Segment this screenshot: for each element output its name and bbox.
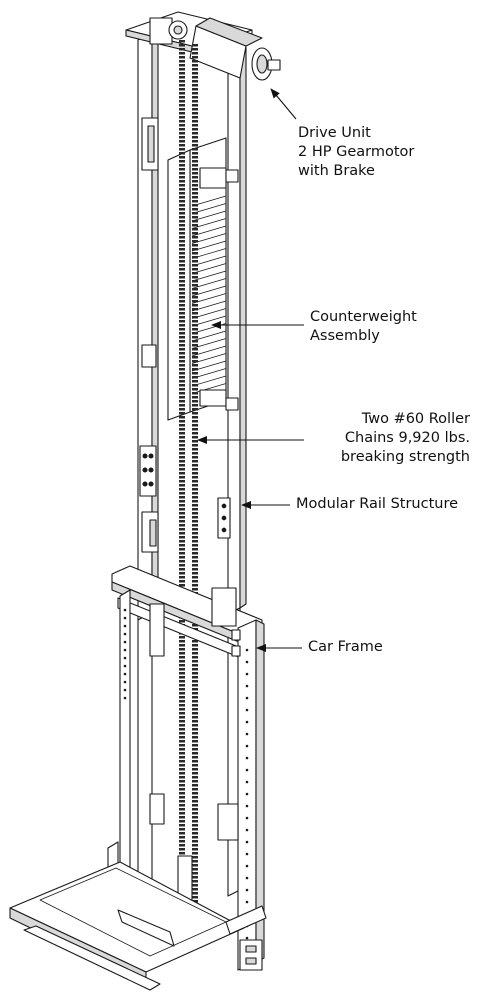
label-rail-structure: Modular Rail Structure	[296, 496, 459, 512]
label-roller-chains: Two #60 Roller Chains 9,920 lbs. breakin…	[340, 411, 470, 465]
frame-hole	[245, 768, 249, 772]
frame-hole	[245, 840, 249, 844]
label-counterweight: Counterweight Assembly	[310, 309, 417, 344]
frame-hole	[245, 828, 249, 832]
counterweight-plate	[191, 383, 227, 394]
frame-hole	[245, 804, 249, 808]
roller-chains	[179, 40, 198, 930]
frame-hole	[123, 624, 127, 628]
leader-drive-unit	[270, 88, 297, 120]
frame-hole	[123, 696, 127, 700]
frame-hole	[245, 876, 249, 880]
label-drive-unit: Drive Unit 2 HP Gearmotor with Brake	[298, 125, 415, 179]
frame-hole	[245, 756, 249, 760]
frame-hole	[245, 708, 249, 712]
leader-lines	[197, 88, 304, 652]
frame-hole	[245, 792, 249, 796]
frame-hole	[245, 684, 249, 688]
frame-hole	[245, 648, 249, 652]
frame-hole	[245, 720, 249, 724]
counterweight-plate	[191, 203, 227, 214]
counterweight-plate	[191, 278, 227, 289]
frame-hole	[123, 640, 127, 644]
frame-hole	[245, 660, 249, 664]
frame-hole	[245, 936, 249, 940]
frame-hole	[245, 780, 249, 784]
counterweight-plate	[191, 330, 227, 342]
frame-hole	[245, 732, 249, 736]
frame-hole	[245, 864, 249, 868]
frame-hole	[123, 688, 127, 692]
frame-hole	[123, 648, 127, 652]
frame-hole	[123, 672, 127, 676]
frame-hole	[245, 888, 249, 892]
frame-hole	[123, 608, 127, 612]
frame-hole	[123, 616, 127, 620]
frame-hole	[245, 816, 249, 820]
frame-hole	[245, 672, 249, 676]
frame-hole	[123, 664, 127, 668]
label-car-frame: Car Frame	[308, 639, 383, 655]
counterweight-plate	[191, 210, 227, 222]
frame-hole	[245, 696, 249, 700]
frame-hole	[123, 680, 127, 684]
frame-hole	[245, 900, 249, 904]
counterweight-plate	[191, 218, 227, 229]
frame-hole	[123, 656, 127, 660]
frame-hole	[245, 852, 249, 856]
frame-hole	[123, 632, 127, 636]
counterweight-plate	[191, 263, 227, 274]
counterweight-plate	[191, 338, 227, 349]
frame-hole	[245, 744, 249, 748]
counterweight-plate	[191, 270, 227, 282]
platform	[9, 841, 267, 991]
